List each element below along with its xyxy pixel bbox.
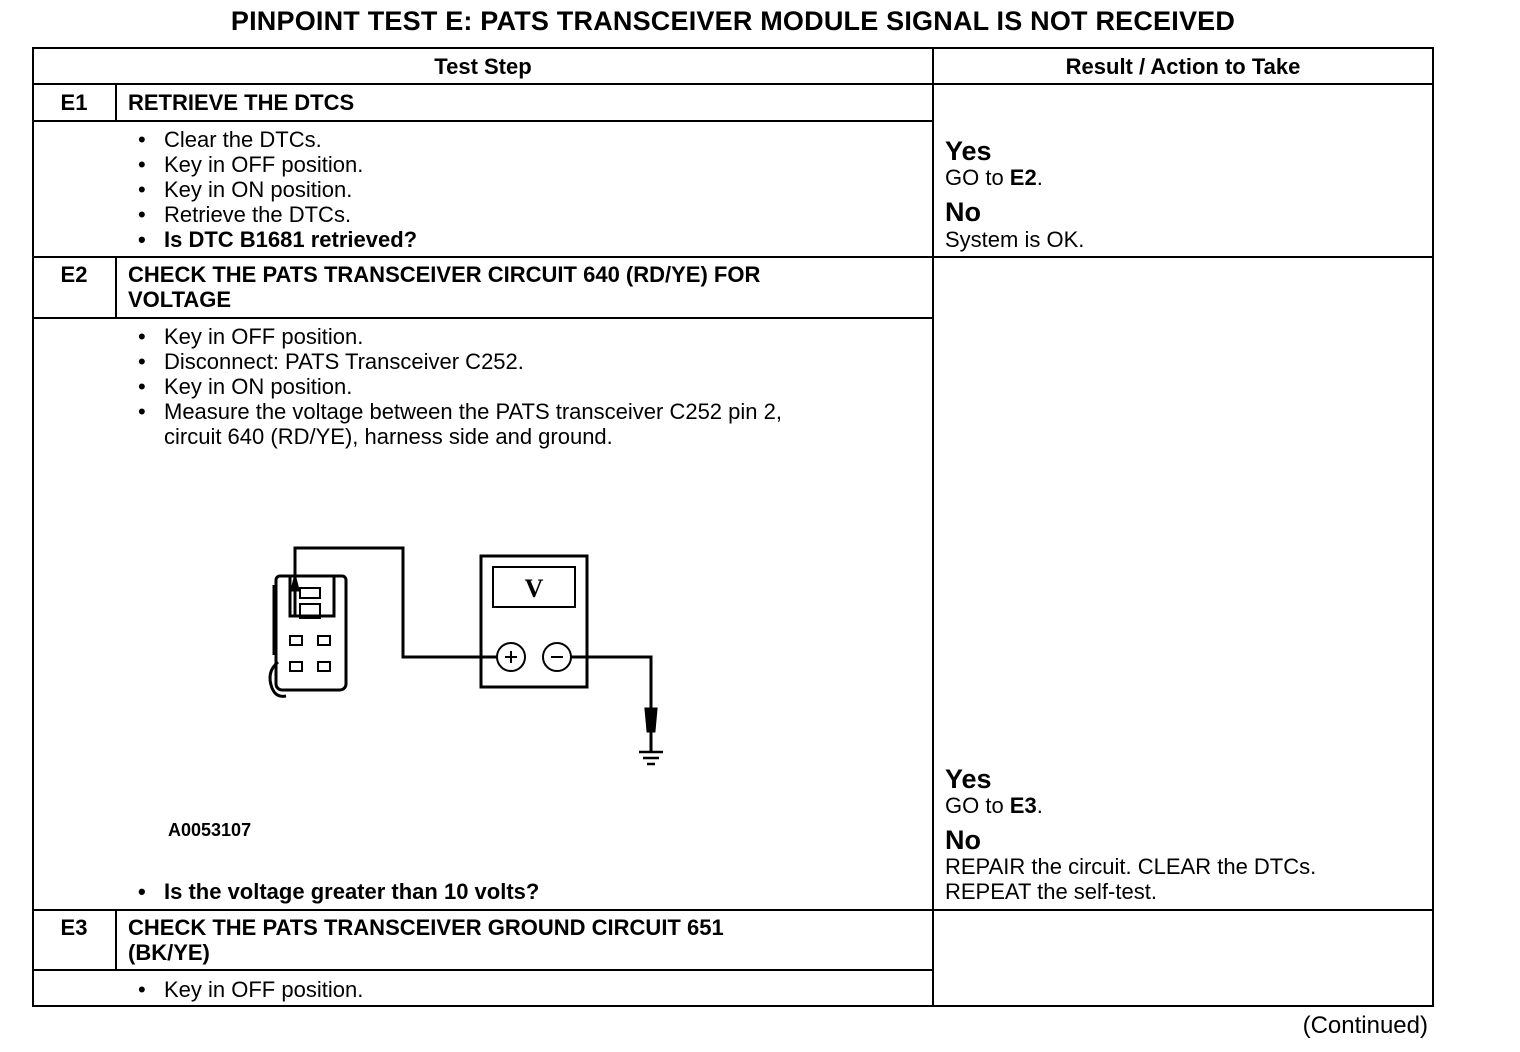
figure-id: A0053107	[168, 820, 252, 840]
header-test-step: Test Step	[434, 54, 532, 79]
meter-display-label: V	[525, 574, 544, 603]
step-heading-e1: RETRIEVE THE DTCS	[128, 90, 355, 115]
step-question-e2: Is the voltage greater than 10 volts?	[128, 879, 539, 904]
step-heading-e3-cont: (BK/YE)	[128, 940, 210, 965]
yes-action-e1: GO to E2.	[945, 165, 1043, 190]
step-id-e2: E2	[60, 262, 88, 287]
probe-lead-positive	[290, 546, 498, 659]
list-item: Clear the DTCs.	[128, 127, 417, 152]
yes-label-e1: Yes	[945, 136, 992, 166]
list-item: Key in OFF position.	[128, 977, 363, 1002]
goto-target-e2[interactable]: E2	[1009, 165, 1037, 190]
list-item: Disconnect: PATS Transceiver C252.	[128, 349, 782, 374]
step-id-e1: E1	[60, 90, 88, 115]
step-question-list-e2: Is the voltage greater than 10 volts?	[128, 879, 539, 904]
page-title: PINPOINT TEST E: PATS TRANSCEIVER MODULE…	[230, 6, 1236, 36]
list-item: Key in OFF position.	[128, 152, 417, 177]
step-list-e1: Clear the DTCs. Key in OFF position. Key…	[128, 127, 417, 252]
connector-icon	[268, 574, 348, 698]
step-heading-e2: CHECK THE PATS TRANSCEIVER CIRCUIT 640 (…	[128, 262, 761, 287]
probe-lead-negative	[571, 655, 658, 751]
step-question-e1: Is DTC B1681 retrieved?	[128, 227, 417, 252]
step-heading-e2-cont: VOLTAGE	[128, 287, 232, 312]
step-continuation-e2: circuit 640 (RD/YE), harness side and gr…	[164, 424, 613, 449]
header-result: Result / Action to Take	[1065, 54, 1301, 79]
step-heading-e3: CHECK THE PATS TRANSCEIVER GROUND CIRCUI…	[128, 915, 724, 940]
yes-label-e2: Yes	[945, 764, 992, 794]
no-label-e1: No	[945, 197, 981, 227]
step-id-e3: E3	[60, 915, 88, 940]
no-action-e2-line1: REPAIR the circuit. CLEAR the DTCs.	[945, 854, 1317, 879]
continued-note: (Continued)	[1302, 1012, 1428, 1039]
yes-action-e2: GO to E3.	[945, 793, 1043, 818]
list-item: Key in ON position.	[128, 374, 782, 399]
list-item: Measure the voltage between the PATS tra…	[128, 399, 782, 424]
step-list-e3: Key in OFF position.	[128, 977, 363, 1002]
ground-icon	[639, 750, 663, 766]
list-item: Key in ON position.	[128, 177, 417, 202]
no-action-e2-line2: REPEAT the self-test.	[945, 879, 1157, 904]
no-label-e2: No	[945, 825, 981, 855]
list-item: Key in OFF position.	[128, 324, 782, 349]
goto-target-e3[interactable]: E3	[1009, 793, 1037, 818]
step-list-e2: Key in OFF position. Disconnect: PATS Tr…	[128, 324, 782, 424]
list-item: Retrieve the DTCs.	[128, 202, 417, 227]
no-action-e1: System is OK.	[945, 227, 1085, 252]
